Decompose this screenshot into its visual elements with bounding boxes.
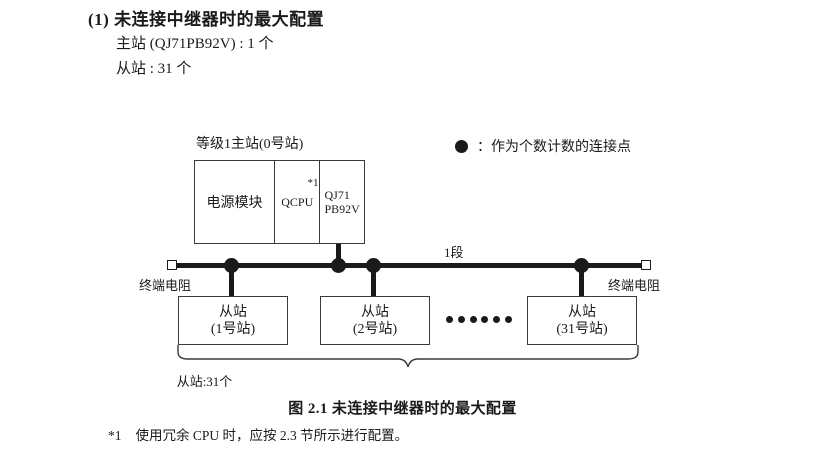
slave-group-brace-label: 从站:31个 bbox=[0, 371, 821, 390]
slave-station-number: (2号站) bbox=[352, 321, 398, 337]
qcpu-footnote-mark: *1 bbox=[307, 177, 319, 189]
qcpu-cell: QCPU *1 bbox=[274, 161, 319, 243]
slave-station-label: 从站 bbox=[568, 304, 596, 320]
figure-caption-text: 图 2.1 未连接中继器时的最大配置 bbox=[288, 401, 517, 417]
qj71pb92v-label-line2: PB92V bbox=[324, 202, 360, 216]
slave-station-box: 从站 (31号站) bbox=[527, 296, 637, 345]
slave-drop-line bbox=[229, 266, 234, 297]
power-module-cell: 电源模块 bbox=[195, 161, 274, 243]
filled-circle-icon bbox=[455, 139, 468, 153]
slave-station-label: 从站 bbox=[361, 304, 389, 320]
ellipsis-dot-icon bbox=[493, 316, 501, 323]
qj71pb92v-label: QJ71 PB92V bbox=[324, 188, 359, 216]
terminator-right-label: 终端电阻 bbox=[608, 278, 661, 293]
slave-group-brace-text: 从站:31个 bbox=[176, 374, 233, 389]
qj71pb92v-cell: QJ71 PB92V bbox=[319, 161, 364, 243]
legend: ：作为个数计数的连接点 bbox=[455, 136, 631, 156]
figure-caption: 图 2.1 未连接中继器时的最大配置 bbox=[0, 397, 821, 418]
terminator-left-label: 终端电阻 bbox=[139, 278, 192, 293]
heading-block: (1) 未连接中继器时的最大配置 主站 (QJ71PB92V) : 1 个 从站… bbox=[88, 8, 608, 82]
legend-label: ：作为个数计数的连接点 bbox=[477, 140, 631, 155]
qj71pb92v-label-line1: QJ71 bbox=[324, 188, 350, 202]
connection-point-dot bbox=[366, 258, 381, 273]
terminator-right-icon bbox=[641, 260, 651, 270]
slave-station-box: 从站 (2号站) bbox=[320, 296, 430, 345]
footnote-text: 使用冗余 CPU 时，应按 2.3 节所示进行配置。 bbox=[135, 428, 409, 443]
master-rack: 电源模块 QCPU *1 QJ71 PB92V bbox=[194, 160, 365, 244]
qcpu-label: QCPU bbox=[281, 194, 314, 209]
ellipsis-dot-icon bbox=[469, 316, 477, 323]
ellipsis-dot-icon bbox=[504, 316, 512, 323]
terminator-left-icon bbox=[167, 260, 177, 270]
ellipsis-dot-icon bbox=[481, 316, 489, 323]
slave-drop-line bbox=[371, 266, 376, 297]
brace-icon bbox=[177, 345, 639, 368]
footnote-mark: *1 bbox=[108, 428, 122, 443]
ellipsis-dot-icon bbox=[457, 316, 465, 323]
slave-group-brace bbox=[176, 345, 640, 369]
footnote: *1 使用冗余 CPU 时，应按 2.3 节所示进行配置。 bbox=[108, 424, 408, 444]
master-station-caption: 等级1主站(0号站) bbox=[196, 137, 304, 152]
slave-station-number: (1号站) bbox=[210, 321, 256, 337]
power-module-label: 电源模块 bbox=[206, 196, 263, 211]
slave-drop-line bbox=[579, 266, 584, 297]
master-drop-line bbox=[336, 244, 341, 266]
page-title: (1) 未连接中继器时的最大配置 bbox=[88, 10, 325, 29]
slave-count-line: 从站 : 31 个 bbox=[116, 61, 192, 77]
trunk-bus-line bbox=[176, 263, 643, 268]
master-count-line: 主站 (QJ71PB92V) : 1 个 bbox=[116, 36, 274, 52]
ellipsis-dots bbox=[446, 316, 512, 323]
connection-point-dot bbox=[574, 258, 589, 273]
slave-station-label: 从站 bbox=[219, 304, 247, 320]
slave-station-number: (31号站) bbox=[556, 321, 608, 337]
connection-point-dot bbox=[331, 258, 346, 273]
segment-label: 1段 bbox=[444, 245, 464, 260]
connection-point-dot bbox=[224, 258, 239, 273]
slave-station-box: 从站 (1号站) bbox=[178, 296, 288, 345]
ellipsis-dot-icon bbox=[446, 316, 453, 323]
